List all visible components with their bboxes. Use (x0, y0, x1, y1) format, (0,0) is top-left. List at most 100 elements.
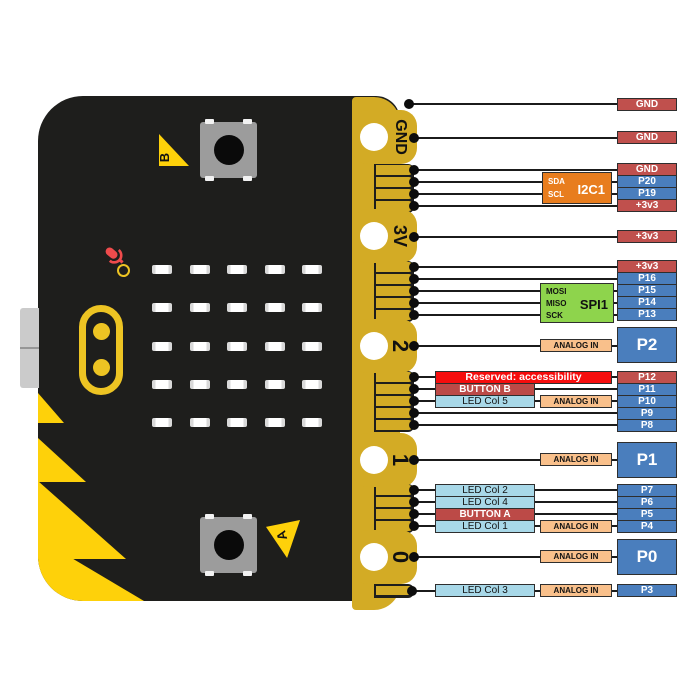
pin-dot (409, 341, 419, 351)
pin-box-p3: P3 (617, 583, 677, 597)
wire (410, 235, 620, 238)
microphone-led-ring (117, 264, 130, 277)
pin-dot (409, 384, 419, 394)
led-dot (152, 379, 172, 389)
edge-pad-gnd[interactable]: GND (352, 110, 417, 164)
led-dot (152, 418, 172, 427)
wire (410, 314, 620, 316)
pin-finger (376, 177, 412, 187)
wire (410, 266, 620, 268)
button-a-arrow: A (266, 520, 300, 558)
pin-finger (376, 298, 412, 308)
pin-finger (376, 521, 412, 531)
zigzag-decoration (38, 438, 86, 482)
wire (410, 424, 620, 426)
analog-in-tag: ANALOG IN (540, 338, 612, 352)
pin-dot (409, 231, 419, 242)
wire (410, 412, 620, 414)
miso-label: MISO (546, 299, 567, 308)
zigzag-decoration (38, 393, 64, 423)
button-tab (243, 514, 252, 519)
button-tab (205, 176, 214, 181)
pin-finger (376, 189, 412, 199)
pin-dot (404, 99, 414, 109)
led-dot (189, 265, 210, 274)
led-dot (189, 303, 210, 313)
microphone-icon (102, 242, 128, 275)
microbit-board: B A (38, 96, 400, 601)
led-dot (227, 418, 247, 427)
wire (410, 459, 620, 461)
pin-finger (376, 396, 412, 406)
wire (410, 345, 620, 347)
pin-dot (409, 298, 419, 308)
led-dot (152, 341, 172, 351)
button-a-cap (213, 530, 244, 560)
led-dot (302, 341, 322, 351)
pin-finger (376, 201, 412, 211)
i2c-module-box: SDA SCL I2C1 (542, 172, 612, 204)
pin-box-p8: P8 (617, 418, 677, 432)
edge-pad-0[interactable]: 0 (352, 530, 417, 584)
led-dot (189, 418, 210, 427)
function-box-led-col-1: LED Col 1 (435, 519, 535, 533)
wire (410, 193, 620, 195)
sda-label: SDA (548, 177, 565, 186)
pin-finger (376, 286, 412, 296)
pin-dot (407, 585, 417, 596)
analog-in-tag: ANALOG IN (540, 583, 612, 597)
button-a[interactable] (200, 514, 257, 576)
wire (410, 169, 620, 171)
led-dot (264, 418, 285, 427)
pin-finger (376, 165, 412, 175)
pin-dot (409, 177, 419, 187)
pin-dot (409, 189, 419, 199)
usb-seam (20, 347, 39, 349)
led-dot (227, 341, 247, 351)
pin-dot (409, 396, 419, 406)
pad-hole (360, 123, 388, 151)
wire (410, 205, 620, 207)
mosi-label: MOSI (546, 287, 567, 296)
led-dot (302, 379, 322, 389)
button-tab (243, 119, 252, 124)
button-b-arrow: B (159, 134, 189, 166)
analog-in-tag: ANALOG IN (540, 519, 612, 533)
spi-module-box: MOSI MISO SCK SPI1 (540, 283, 614, 323)
button-b[interactable] (200, 119, 257, 181)
reserved-banner: Reserved: accessibility (435, 370, 612, 384)
led-matrix (152, 265, 322, 427)
button-tab (243, 571, 252, 576)
edge-pad-1[interactable]: 1 (352, 433, 417, 487)
pin-finger (376, 384, 412, 394)
sck-label: SCK (546, 311, 563, 320)
pin-dot (409, 552, 419, 562)
pin-box-gnd: GND (617, 97, 677, 111)
pin-dot (409, 274, 419, 284)
pin-finger (376, 408, 412, 418)
led-dot (227, 303, 247, 313)
pin-box-p13: P13 (617, 308, 677, 321)
pin-finger (376, 372, 412, 382)
wire (410, 181, 620, 183)
led-dot (189, 341, 210, 351)
wire (410, 302, 620, 304)
edge-pad-2[interactable]: 2 (352, 319, 417, 373)
touch-logo-dot (92, 358, 110, 376)
pin-dot (409, 497, 419, 507)
pin-dot (409, 509, 419, 519)
pin-box-p4: P4 (617, 519, 677, 533)
edge-pad-3v[interactable]: 3V (352, 209, 417, 263)
analog-in-tag: ANALOG IN (540, 394, 612, 408)
touch-logo[interactable] (79, 305, 123, 395)
led-dot (152, 303, 172, 313)
button-tab (243, 176, 252, 181)
led-dot (302, 303, 322, 313)
pin-dot (409, 262, 419, 272)
button-b-letter: B (157, 152, 173, 163)
wire (410, 278, 620, 280)
led-dot (227, 265, 247, 274)
pin-dot (409, 201, 419, 211)
touch-logo-dot (92, 322, 110, 340)
pin-box-3v3: +3v3 (617, 229, 677, 243)
